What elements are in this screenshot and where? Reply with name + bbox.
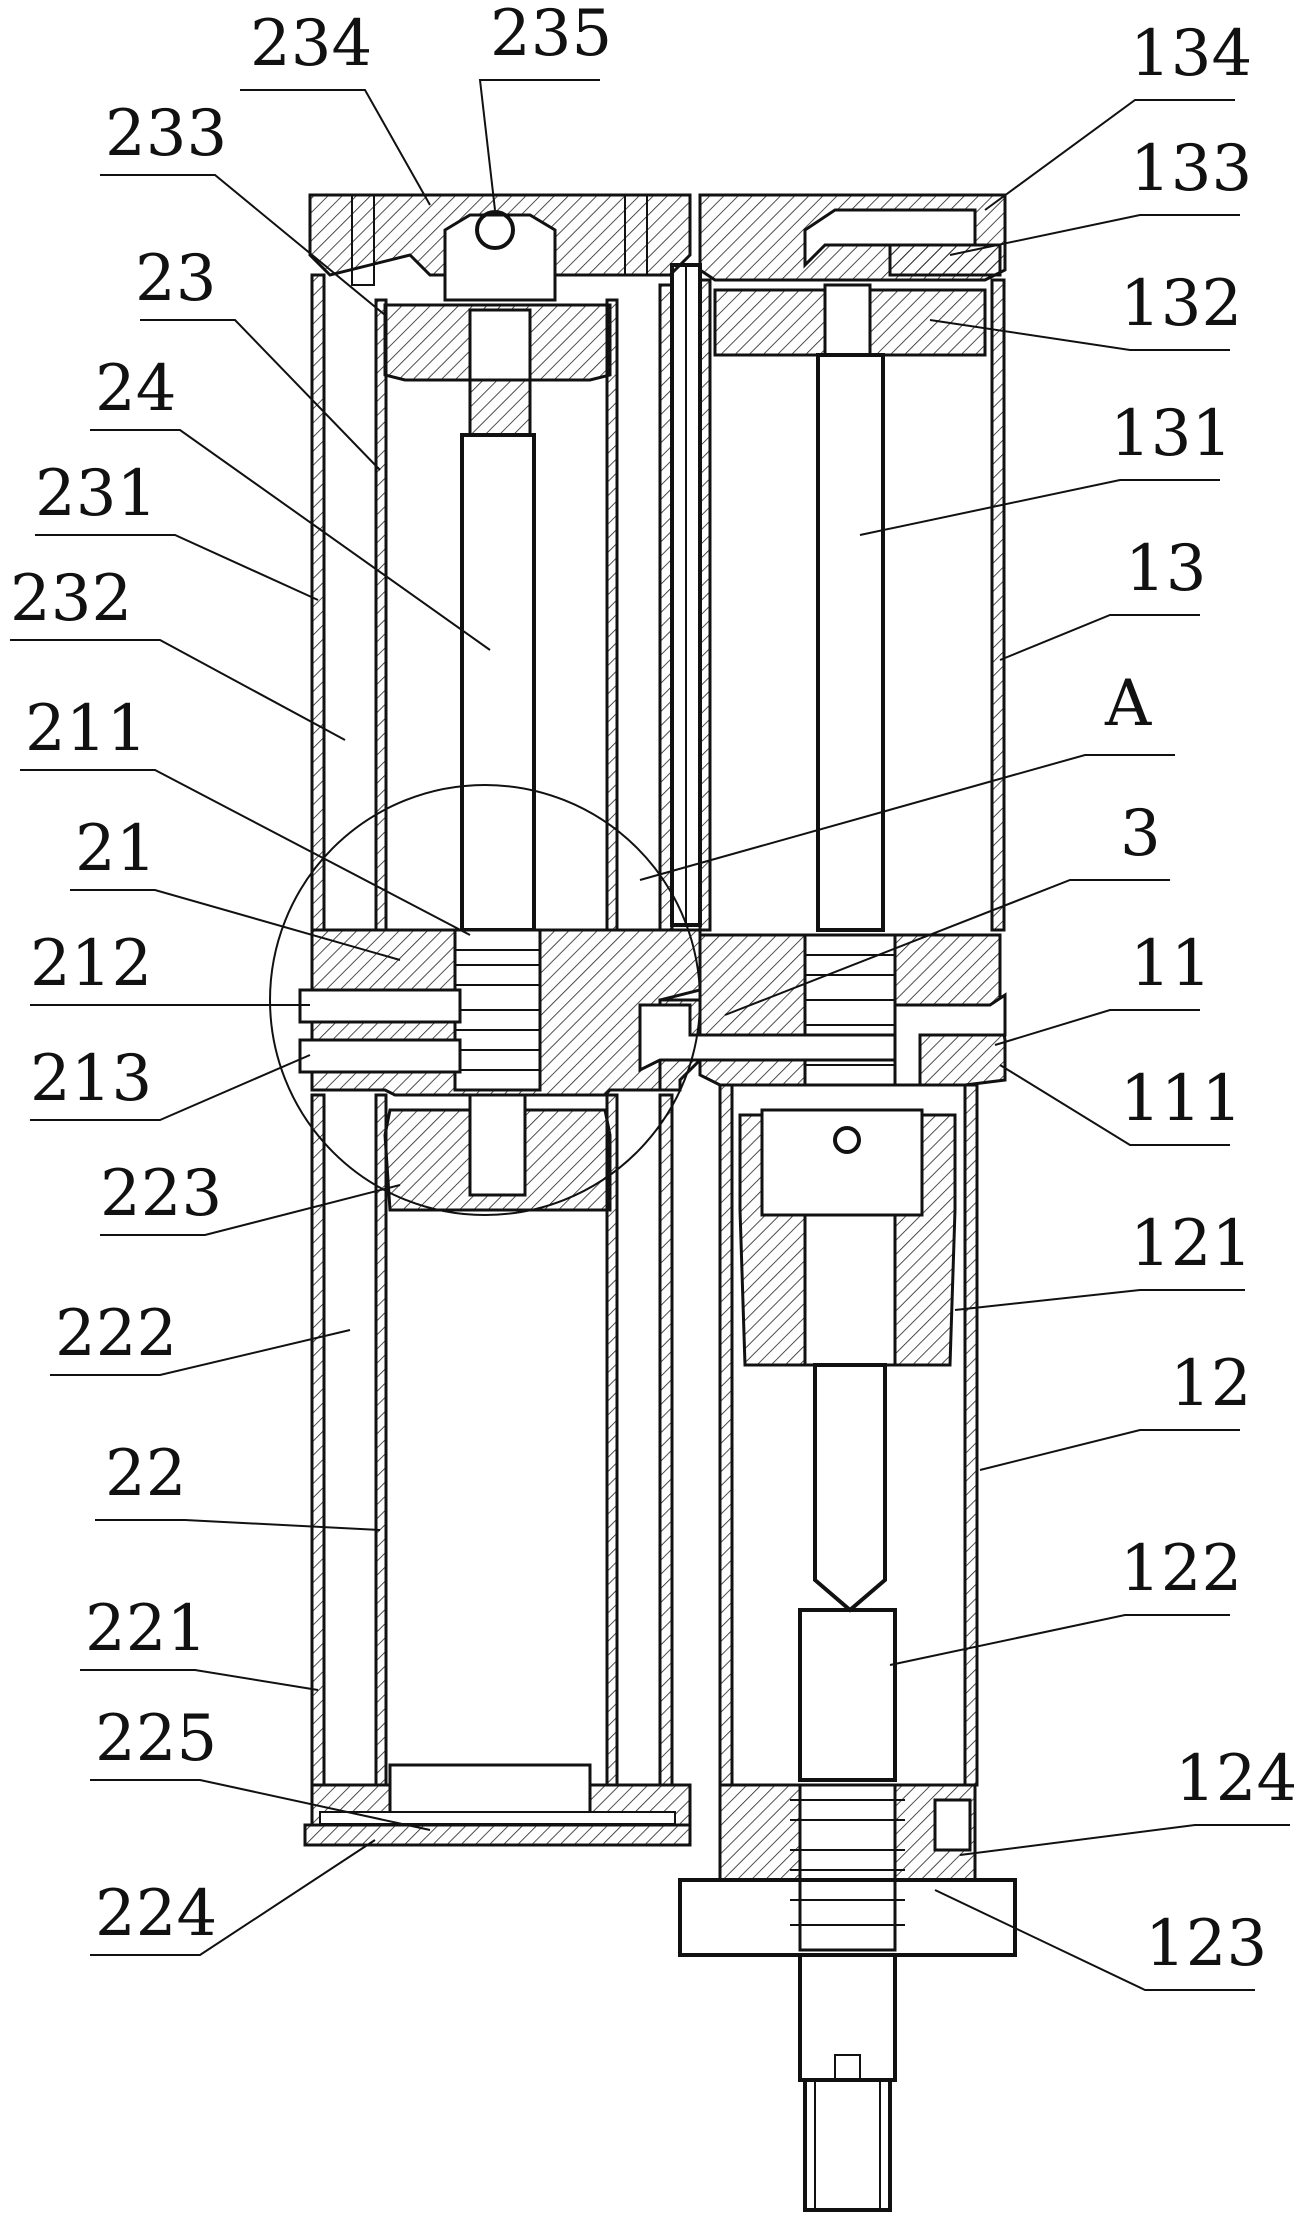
output-shaft-thread-lines [815,2080,880,2210]
inner-tube-23 [376,300,386,930]
upper-piston-rod-24 [462,435,534,930]
label-12: 12 [1170,1347,1251,1421]
rod-122-lower [800,1610,895,1780]
label-21: 21 [75,812,156,886]
label-234: 234 [250,7,372,81]
label-124: 124 [1175,1742,1294,1816]
outer-tube-221-right [660,1095,672,1785]
tube-12 [965,1085,977,1785]
inner-tube-22-right [607,1095,617,1785]
port-212 [300,990,460,1022]
rod-122-bore [805,1215,895,1365]
bottom-plate-224 [305,1825,690,1845]
label-212: 212 [30,927,152,1001]
piston-rod-131 [818,355,883,930]
piston-132-bolt [825,285,870,355]
tube-13 [992,280,1004,930]
label-223: 223 [100,1157,222,1231]
rod-122 [815,1365,885,1610]
right-cylinder-assembly [640,195,1015,2210]
seal-133 [890,245,1000,275]
label-133: 133 [1130,132,1252,206]
outer-tube-231 [312,275,324,930]
label-A: A [1104,667,1152,741]
label-231: 231 [35,457,157,531]
bottom-cap-225-opening [390,1765,590,1815]
output-shaft [800,1955,895,2080]
piston-121-head [762,1110,922,1215]
inner-tube-23-right [607,300,617,930]
label-22: 22 [105,1437,186,1511]
label-232: 232 [10,562,132,636]
tube-12-left [720,1085,732,1785]
port-124 [935,1800,970,1850]
label-211: 211 [25,692,147,766]
label-131: 131 [1110,397,1232,471]
tube-13-left [700,280,710,930]
label-225: 225 [95,1702,217,1776]
label-221: 221 [85,1592,207,1666]
label-123: 123 [1145,1907,1267,1981]
output-shaft-thread [805,2080,890,2210]
label-213: 213 [30,1042,152,1116]
label-24: 24 [95,352,176,426]
inner-tube-22 [376,1095,386,1785]
outer-tube-221 [312,1095,324,1785]
lower-piston-stud [470,1095,525,1195]
label-222: 222 [55,1297,177,1371]
upper-piston-stud [470,310,530,380]
label-233: 233 [105,97,227,171]
label-13: 13 [1125,532,1206,606]
shaft-key [835,2055,860,2080]
spool-3 [805,935,895,1085]
label-134: 134 [1130,17,1252,91]
label-224: 224 [95,1877,217,1951]
label-3: 3 [1120,797,1161,871]
upper-piston-rod-tip [470,380,530,435]
label-11: 11 [1130,927,1211,1001]
label-132: 132 [1120,267,1242,341]
label-23: 23 [135,242,216,316]
label-122: 122 [1120,1532,1242,1606]
port-235 [445,215,555,300]
port-213 [300,1040,460,1072]
label-121: 121 [1130,1207,1252,1281]
label-111: 111 [1120,1062,1242,1136]
label-235: 235 [490,0,612,71]
